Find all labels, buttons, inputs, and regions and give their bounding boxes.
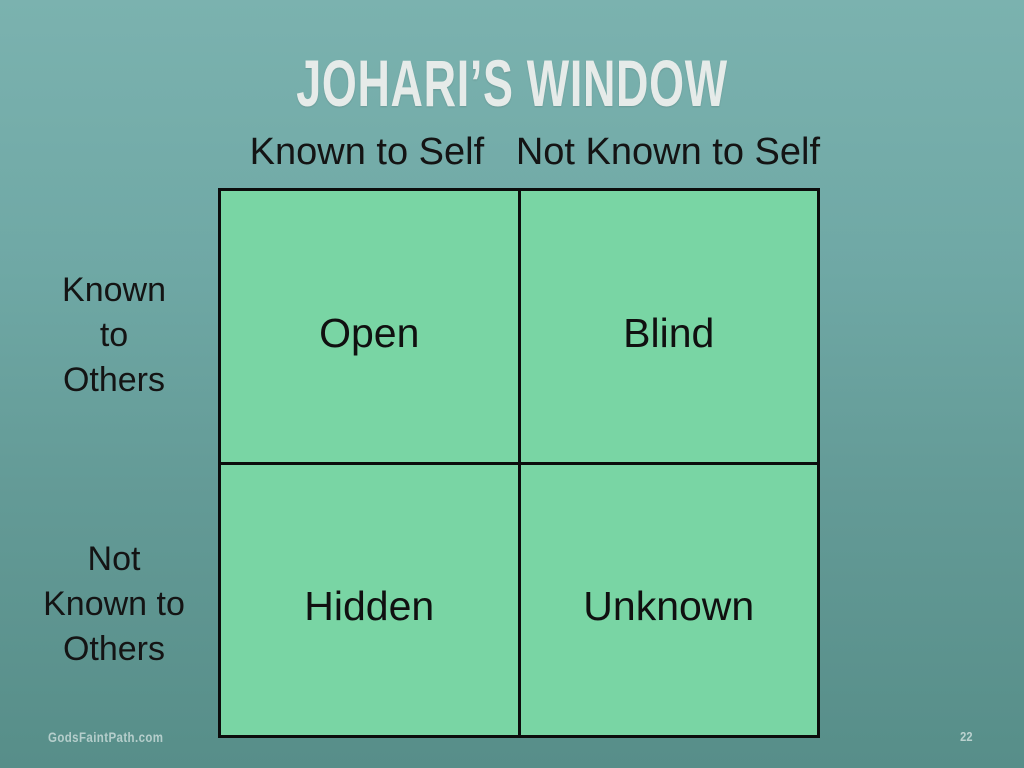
- matrix-column-headers: Known to Self Not Known to Self: [218, 131, 820, 174]
- column-header-known-to-self: Known to Self: [249, 131, 485, 173]
- quadrant-blind-label: Blind: [623, 309, 715, 356]
- johari-window-matrix: Open Blind Hidden Unknown: [218, 188, 820, 738]
- slide-title: JOHARI’S WINDOW: [296, 46, 728, 120]
- row-header-not-known-to-others: Not Known to Others: [43, 540, 185, 668]
- quadrant-unknown-label: Unknown: [583, 583, 755, 630]
- quadrant-open-label: Open: [319, 309, 420, 356]
- quadrant-blind: Blind: [520, 191, 817, 462]
- quadrant-unknown: Unknown: [520, 464, 817, 735]
- quadrant-hidden-label: Hidden: [304, 583, 435, 630]
- column-header-not-known-to-self: Not Known to Self: [515, 131, 820, 173]
- quadrant-open: Open: [221, 191, 518, 462]
- quadrant-hidden: Hidden: [221, 464, 518, 735]
- page-number: 22: [959, 729, 972, 744]
- row-header-known-to-others: Known to Others: [62, 271, 166, 399]
- watermark-text: GodsFaintPath.com: [48, 729, 164, 745]
